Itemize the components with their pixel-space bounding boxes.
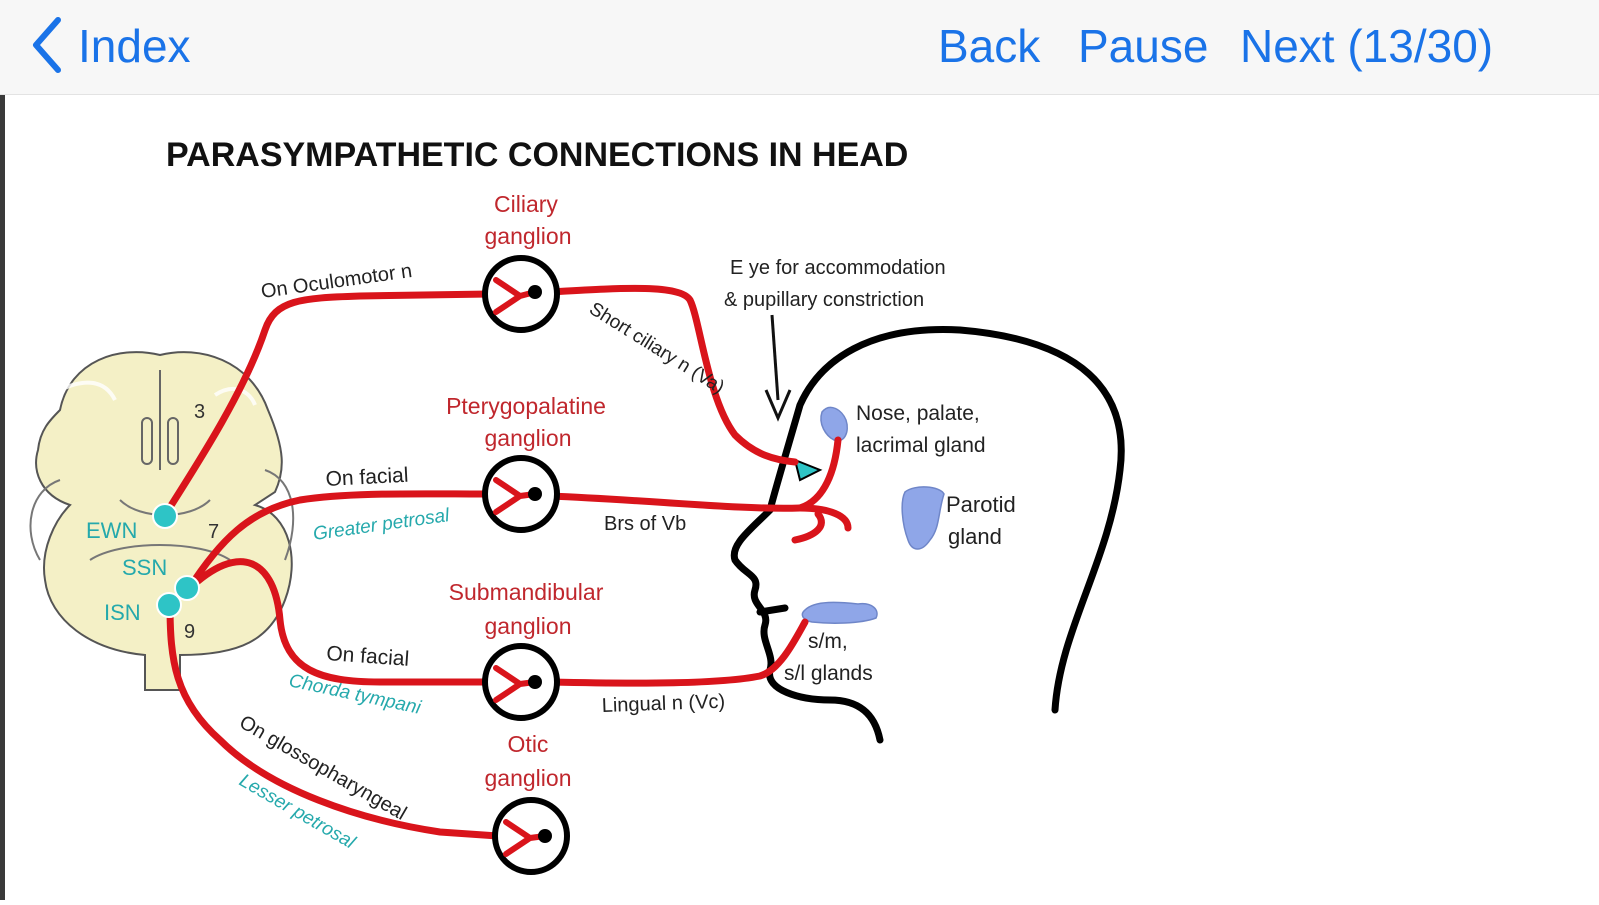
- navigation-bar: Index Back Pause Next (13/30): [0, 0, 1599, 95]
- on-facial-label-1: On facial: [325, 464, 409, 491]
- cranial-nerve-9-label: 9: [184, 621, 195, 643]
- isn-label: ISN: [104, 600, 141, 625]
- window-edge: [0, 0, 5, 900]
- pause-button[interactable]: Pause: [1078, 20, 1209, 72]
- greater-petrosal-label: Greater petrosal: [312, 505, 452, 545]
- ciliary-label-1: Ciliary: [494, 191, 558, 217]
- branch-curl: [791, 510, 825, 544]
- back-button[interactable]: Back: [938, 20, 1041, 72]
- greater-petrosal-path: [184, 490, 494, 594]
- pterygopalatine-ganglion-symbol: [482, 455, 560, 533]
- otic-label-1: Otic: [508, 731, 549, 757]
- ewn-nucleus-dot: [152, 503, 178, 529]
- slide-content: PARASYMPATHETIC CONNECTIONS IN HEAD: [0, 95, 1599, 900]
- parotid-gland-blob: [901, 486, 945, 550]
- pterygopalatine-label-1: Pterygopalatine: [446, 393, 606, 419]
- ciliary-label-2: ganglion: [485, 223, 572, 249]
- ssn-label: SSN: [122, 555, 167, 580]
- chorda-tympani-path: [184, 558, 494, 686]
- lingual-nerve-path: [546, 618, 809, 687]
- parasympathetic-diagram: PARASYMPATHETIC CONNECTIONS IN HEAD: [29, 136, 1125, 875]
- nose-label-2: lacrimal gland: [856, 434, 986, 457]
- vb-branch-path: [546, 492, 804, 512]
- ciliary-ganglion-symbol: [482, 255, 560, 333]
- next-button[interactable]: Next (13/30): [1240, 20, 1494, 72]
- ewn-label: EWN: [86, 518, 137, 543]
- short-ciliary-path: [546, 284, 799, 466]
- submandibular-label-1: Submandibular: [449, 579, 604, 605]
- chevron-left-icon[interactable]: [24, 12, 68, 78]
- eye-label-1: E ye for accommodation: [730, 257, 946, 279]
- brs-of-vb-label: Brs of Vb: [604, 513, 686, 535]
- on-glossopharyngeal-label: On glossopharyngeal: [236, 711, 411, 825]
- eye-arrow: [764, 314, 792, 422]
- submandibular-ganglion-symbol: [482, 643, 560, 721]
- sm-label-2: s/l glands: [784, 662, 873, 685]
- otic-label-2: ganglion: [485, 765, 572, 791]
- oculomotor-nerve-path: [161, 290, 494, 519]
- eye-label-2: & pupillary constriction: [724, 289, 924, 311]
- on-facial-label-2: On facial: [326, 642, 410, 671]
- lingual-nerve-label: Lingual n (Vc): [601, 691, 725, 717]
- pterygopalatine-label-2: ganglion: [485, 425, 572, 451]
- otic-ganglion-symbol: [492, 797, 570, 875]
- nose-gland-blob: [820, 406, 848, 442]
- parotid-label-1: Parotid: [946, 492, 1016, 517]
- isn-nucleus-dot: [156, 592, 182, 618]
- ssn-nucleus-dot: [174, 575, 200, 601]
- cranial-nerve-7-label: 7: [208, 521, 219, 543]
- nose-label-1: Nose, palate,: [856, 402, 980, 425]
- sm-label-1: s/m,: [808, 630, 848, 653]
- cranial-nerve-3-label: 3: [194, 401, 205, 423]
- branch-to-palate: [796, 504, 852, 532]
- submandibular-gland-blob: [801, 601, 878, 624]
- index-link[interactable]: Index: [78, 20, 191, 72]
- parotid-label-2: gland: [948, 524, 1002, 549]
- diagram-title: PARASYMPATHETIC CONNECTIONS IN HEAD: [166, 136, 908, 174]
- lesser-petrosal-path: [166, 601, 502, 840]
- nerve-pathways: [161, 284, 852, 840]
- submandibular-label-2: ganglion: [485, 613, 572, 639]
